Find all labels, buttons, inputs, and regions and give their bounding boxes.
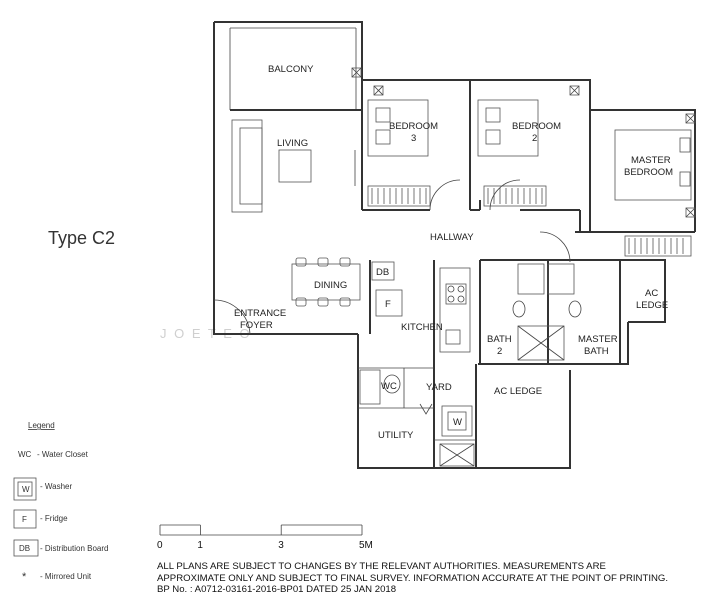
legend: Legend WC - Water Closet W - Washer F - … [13, 421, 108, 583]
label-hallway: HALLWAY [430, 232, 474, 243]
label-ac-ledge-right-2: LEDGE [636, 300, 668, 311]
db-legend-icon [13, 539, 39, 557]
label-wc: WC [381, 381, 397, 392]
label-db: DB [376, 267, 389, 278]
label-ac-ledge-bottom: AC LEDGE [494, 386, 542, 397]
disclaimer-notes: ALL PLANS ARE SUBJECT TO CHANGES BY THE … [157, 561, 717, 596]
legend-washer-symbol: W [22, 485, 30, 494]
label-master: MASTER [631, 155, 671, 166]
note-line-2: APPROXIMATE ONLY AND SUBJECT TO FINAL SU… [157, 572, 669, 584]
scale-label: 5M [359, 540, 373, 551]
legend-mirrored-desc: - Mirrored Unit [40, 572, 92, 581]
note-line-1: ALL PLANS ARE SUBJECT TO CHANGES BY THE … [157, 561, 606, 572]
plan-title: Type C2 [48, 228, 115, 248]
label-master-bath-1: MASTER [578, 334, 618, 345]
label-dining: DINING [314, 280, 347, 291]
scale-label: 0 [157, 540, 163, 551]
watermark: J O E T E O [160, 326, 252, 341]
label-master-bath-2: BATH [584, 346, 609, 357]
label-yard: YARD [426, 382, 452, 393]
label-fridge: F [385, 299, 391, 310]
legend-wc-symbol: WC [18, 450, 32, 459]
label-bath2: BATH [487, 334, 512, 345]
legend-fridge-desc: - Fridge [40, 514, 68, 523]
label-balcony: BALCONY [268, 64, 314, 75]
label-bedroom3-number: 3 [411, 133, 416, 144]
label-entrance: ENTRANCE [234, 308, 286, 319]
label-living: LIVING [277, 138, 308, 149]
walls [213, 21, 696, 469]
label-bedroom2: BEDROOM [512, 121, 561, 132]
legend-heading: Legend [28, 421, 55, 430]
washer-legend-icon [13, 477, 37, 501]
legend-washer-desc: - Washer [40, 482, 72, 491]
room-labels: BALCONY LIVING BEDROOM 3 BEDROOM 2 MASTE… [234, 64, 673, 441]
note-line-3: BP No. : A0712-03161-2016-BP01 DATED 25 … [157, 584, 397, 596]
label-ac-ledge-right-1: AC [645, 288, 658, 299]
label-kitchen: KITCHEN [401, 322, 443, 333]
legend-wc-desc: - Water Closet [37, 450, 89, 459]
scale-label: 1 [197, 540, 203, 551]
label-master-bedroom: BEDROOM [624, 167, 673, 178]
label-foyer: FOYER [240, 320, 273, 331]
fixtures [213, 67, 696, 467]
legend-db-desc: - Distribution Board [40, 544, 108, 553]
label-bedroom3: BEDROOM [389, 121, 438, 132]
fridge-legend-icon [13, 509, 37, 529]
scale-label: 3 [278, 540, 284, 551]
label-bath2-number: 2 [497, 346, 502, 357]
legend-fridge-symbol: F [22, 515, 27, 524]
legend-mirrored-symbol: * [22, 571, 27, 583]
legend-db-symbol: DB [19, 544, 30, 553]
label-utility: UTILITY [378, 430, 414, 441]
label-washer: W [453, 417, 462, 428]
scale-bar: 0 1 3 5M [157, 524, 373, 551]
label-bedroom2-number: 2 [532, 133, 537, 144]
